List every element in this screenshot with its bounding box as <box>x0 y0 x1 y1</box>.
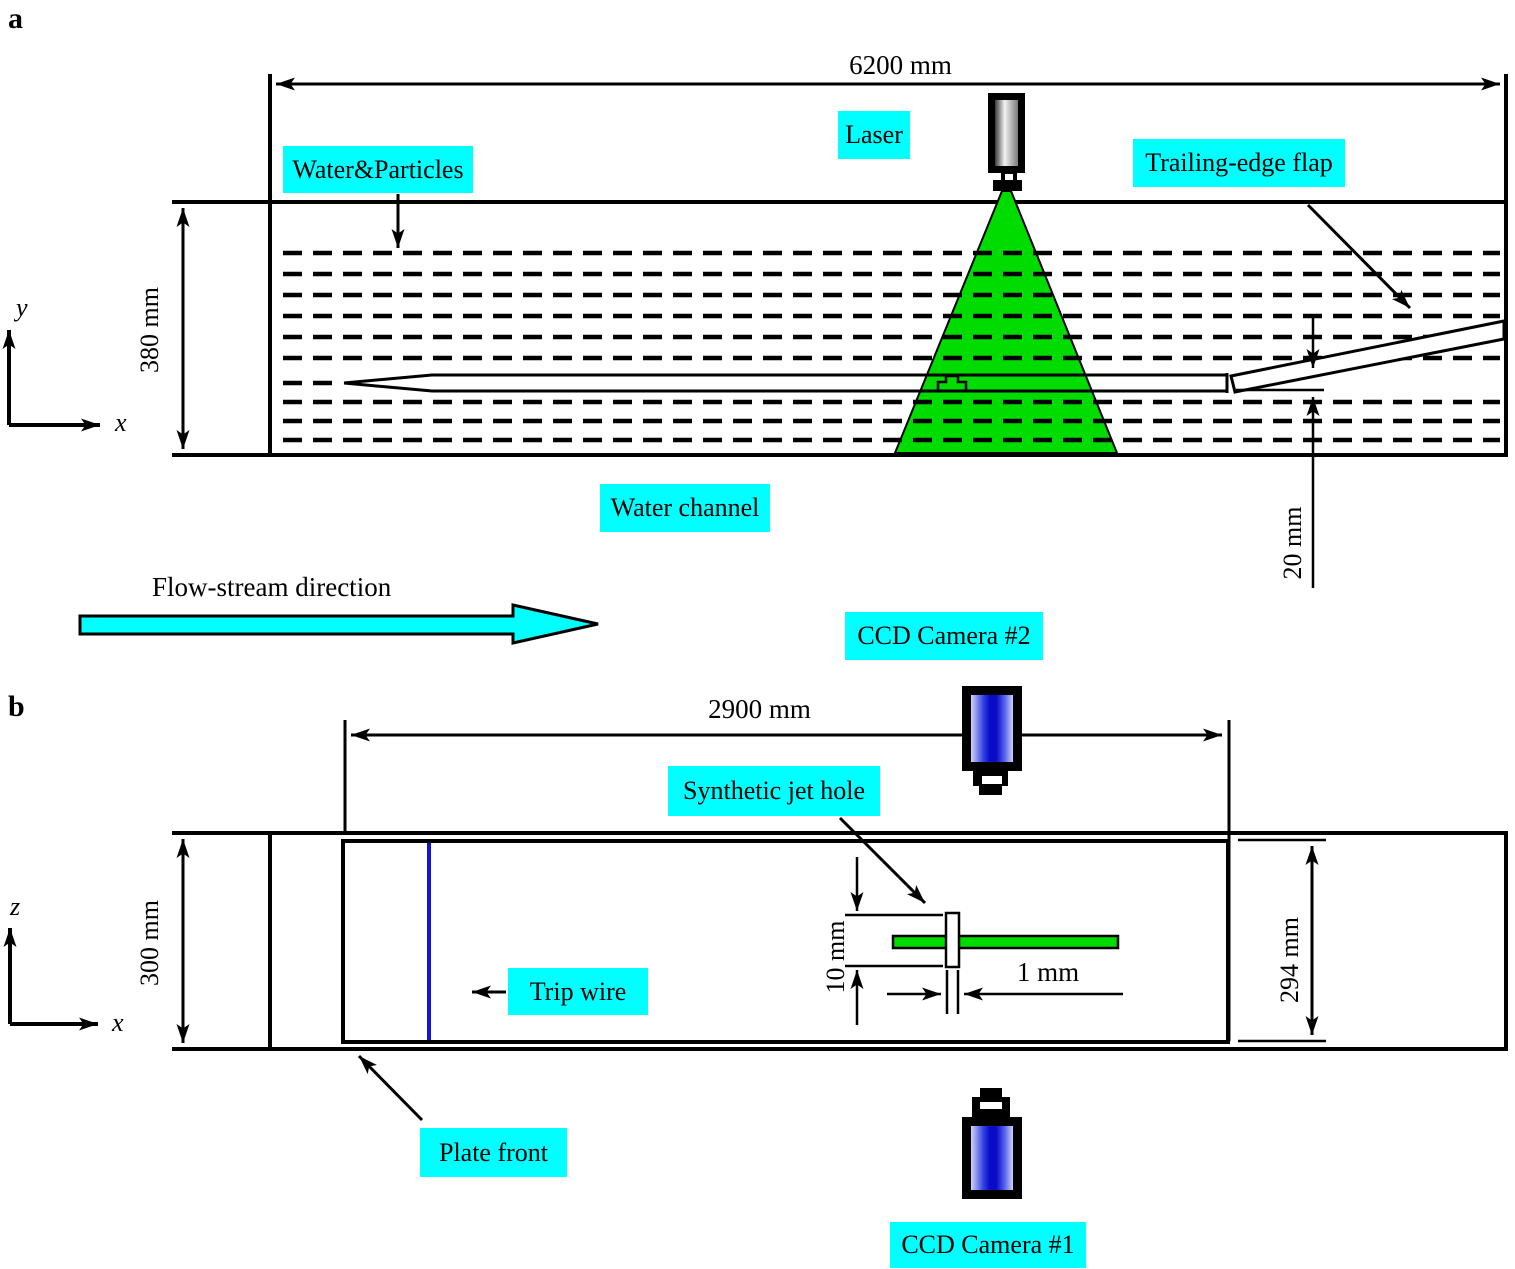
synthetic-jet-hole-label: Synthetic jet hole <box>668 766 880 816</box>
axes-a <box>2 330 100 432</box>
water-channel-label: Water channel <box>600 484 770 532</box>
water-particles-label: Water&Particles <box>283 146 473 193</box>
dim-1 <box>887 970 1123 1014</box>
dim-6200-text: 6200 mm <box>849 50 952 80</box>
plate-front-arrow <box>357 1054 424 1122</box>
panel-b-letter: b <box>8 690 25 723</box>
trailing-edge-flap-label: Trailing-edge flap <box>1133 139 1345 187</box>
ccd-camera-2-icon <box>962 686 1022 795</box>
laser-label: Laser <box>838 111 910 159</box>
dim-294-text: 294 mm <box>1275 917 1304 1003</box>
panel-a <box>2 74 1508 645</box>
plate-front-label: Plate front <box>420 1128 567 1177</box>
laser-sheet-top-view <box>891 934 1120 950</box>
flow-direction-arrow <box>78 603 599 645</box>
axis-x-label-b: x <box>112 1008 124 1037</box>
ccd-camera-2-label: CCD Camera #2 <box>845 612 1043 660</box>
axis-y-label: y <box>16 293 28 322</box>
panel-a-letter: a <box>8 2 23 35</box>
synthetic-jet-hole-slot <box>944 911 961 969</box>
laser-sheet-cone <box>893 190 1119 454</box>
dim-380-text: 380 mm <box>135 287 164 373</box>
trip-wire-label: Trip wire <box>508 968 648 1015</box>
jet-actuator-notch <box>936 374 968 391</box>
ccd-camera-1-label: CCD Camera #1 <box>890 1222 1086 1268</box>
dim-1-text: 1 mm <box>1016 957 1080 987</box>
flow-direction-text: Flow-stream direction <box>152 572 392 602</box>
panel-b <box>3 686 1508 1199</box>
laser-icon <box>988 93 1025 191</box>
dim-2900-text: 2900 mm <box>708 694 811 724</box>
trailing-edge-flap-shape <box>1229 319 1506 394</box>
dim-300-text: 300 mm <box>135 900 164 986</box>
axes-b <box>3 928 98 1031</box>
axis-z-label: z <box>10 892 21 921</box>
dim-20-text: 20 mm <box>1278 506 1307 580</box>
ccd-camera-1-icon <box>962 1088 1022 1199</box>
trailing-edge-flap-arrow <box>1306 203 1412 310</box>
dim-10 <box>845 857 943 1025</box>
flat-plate-side-view <box>343 373 1229 393</box>
synthetic-jet-hole-arrow <box>838 816 927 905</box>
water-particle-dashes <box>283 250 1500 443</box>
axis-x-label-a: x <box>115 408 127 437</box>
dim-294 <box>1238 838 1326 1043</box>
water-channel-top-view <box>172 831 1508 1051</box>
dim-6200 <box>268 74 1508 200</box>
dim-20 <box>1236 317 1324 588</box>
water-channel-walls <box>172 200 1508 457</box>
dim-10-text: 10 mm <box>821 920 850 994</box>
